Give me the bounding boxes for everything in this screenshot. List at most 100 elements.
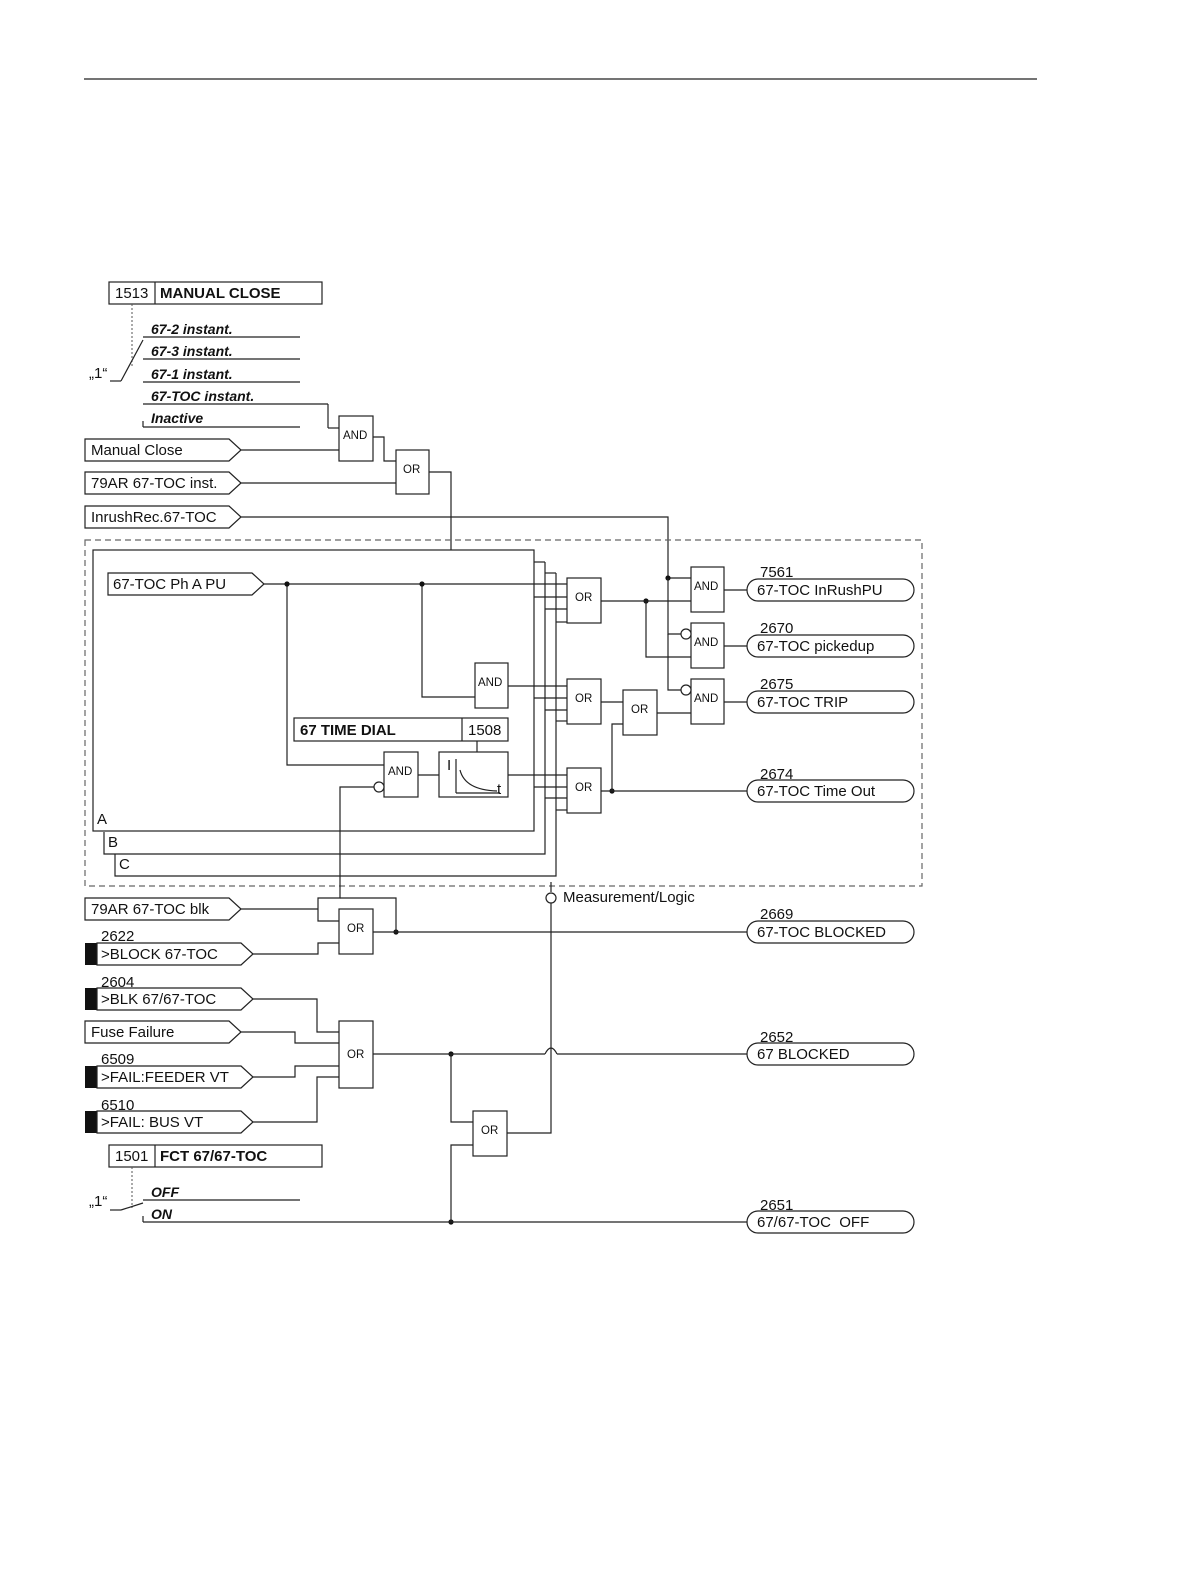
svg-text:67 BLOCKED: 67 BLOCKED [757, 1046, 850, 1063]
setting-fct: 1501 FCT 67/67-TOC [108, 1144, 323, 1168]
option-67-2-instant: 67-2 instant. [151, 321, 233, 337]
svg-text:67-TOC TRIP: 67-TOC TRIP [757, 694, 848, 711]
svg-text:Manual Close: Manual Close [91, 442, 183, 459]
svg-text:6509: 6509 [101, 1051, 134, 1068]
binary-input-6510: 6510 >FAIL: BUS VT [85, 1097, 254, 1134]
svg-text:2670: 2670 [760, 620, 793, 637]
svg-text:AND: AND [388, 766, 412, 778]
binary-input-2622: 2622 >BLOCK 67-TOC [85, 928, 254, 966]
svg-text:79AR 67-TOC blk: 79AR 67-TOC blk [91, 901, 210, 918]
binary-input-6509: 6509 >FAIL:FEEDER VT [85, 1051, 254, 1089]
phase-a-label: A [97, 811, 107, 828]
svg-text:>FAIL:FEEDER VT: >FAIL:FEEDER VT [101, 1069, 229, 1086]
svg-text:67-TOC BLOCKED: 67-TOC BLOCKED [757, 924, 886, 941]
svg-text:2669: 2669 [760, 906, 793, 923]
manual-close-option-lines [110, 336, 339, 429]
svg-text:>BLK 67/67-TOC: >BLK 67/67-TOC [101, 991, 216, 1008]
setting-time-dial: 67 TIME DIAL 1508 [293, 717, 509, 742]
svg-text:AND: AND [478, 677, 502, 689]
svg-text:OR: OR [347, 923, 364, 935]
svg-text:1501: 1501 [115, 1148, 148, 1165]
or-gate-measurement: OR [472, 1110, 508, 1157]
phase-frames [92, 549, 557, 877]
switch-constant-1: „1“ [89, 365, 107, 382]
output-2674: 2674 67-TOC Time Out [746, 766, 915, 803]
svg-text:2652: 2652 [760, 1029, 793, 1046]
svg-text:AND: AND [343, 430, 367, 442]
svg-text:2622: 2622 [101, 928, 134, 945]
phase-wiring [264, 583, 567, 811]
svg-text:OR: OR [403, 464, 420, 476]
or-gate-pickup: OR [566, 577, 602, 624]
svg-text:1513: 1513 [115, 285, 148, 302]
or-gate-trip: OR [622, 689, 658, 736]
or-gate-67-blocked: OR [338, 1020, 374, 1089]
svg-text:67-TOC Ph A PU: 67-TOC Ph A PU [113, 576, 226, 593]
or-gate-manual-close: OR [395, 449, 430, 495]
option-67-1-instant: 67-1 instant. [151, 366, 233, 382]
measurement-logic-frame [84, 539, 923, 887]
svg-text:67 TIME DIAL: 67 TIME DIAL [300, 722, 396, 739]
svg-text:Fuse Failure: Fuse Failure [91, 1024, 174, 1041]
output-wiring [601, 578, 747, 792]
input-79ar-toc-inst: 79AR 67-TOC inst. [84, 471, 242, 495]
output-2675: 2675 67-TOC TRIP [746, 676, 915, 714]
svg-text:>FAIL: BUS VT: >FAIL: BUS VT [101, 1114, 203, 1131]
svg-text:2604: 2604 [101, 974, 134, 991]
option-67-3-instant: 67-3 instant. [151, 343, 233, 359]
svg-text:2651: 2651 [760, 1197, 793, 1214]
svg-text:>BLOCK 67-TOC: >BLOCK 67-TOC [101, 946, 218, 963]
binary-input-2604: 2604 >BLK 67/67-TOC [85, 974, 254, 1011]
svg-text:1508: 1508 [468, 722, 501, 739]
svg-text:OR: OR [347, 1049, 364, 1061]
svg-text:7561: 7561 [760, 564, 793, 581]
svg-text:67-TOC pickedup: 67-TOC pickedup [757, 638, 874, 655]
or-gate-blocked: OR [338, 908, 374, 955]
input-fuse-failure: Fuse Failure [84, 1020, 242, 1044]
phase-c-label: C [119, 856, 130, 873]
svg-text:67-TOC Time Out: 67-TOC Time Out [757, 783, 876, 800]
svg-text:79AR 67-TOC inst.: 79AR 67-TOC inst. [91, 475, 217, 492]
svg-text:t: t [497, 781, 502, 798]
svg-text:FCT 67/67-TOC: FCT 67/67-TOC [160, 1148, 267, 1165]
and-gate-instant: AND [474, 662, 509, 709]
output-2652: 2652 67 BLOCKED [746, 1029, 915, 1066]
svg-text:2675: 2675 [760, 676, 793, 693]
input-manual-close: Manual Close [84, 438, 242, 462]
svg-text:I: I [447, 757, 451, 774]
or-gate-instant: OR [566, 678, 602, 725]
option-67-toc-instant: 67-TOC instant. [151, 388, 254, 404]
inverse-time-block: I t [438, 751, 509, 798]
and-gate-inrush: AND [690, 566, 725, 613]
svg-text:2674: 2674 [760, 766, 793, 783]
input-79ar-toc-blk: 79AR 67-TOC blk [84, 897, 242, 921]
and-gate-trip: AND [680, 678, 725, 725]
svg-text:InrushRec.67-TOC: InrushRec.67-TOC [91, 509, 217, 526]
svg-text:OR: OR [575, 693, 592, 705]
output-7561: 7561 67-TOC InRushPU [746, 564, 915, 602]
input-toc-ph-a-pu: 67-TOC Ph A PU [107, 572, 265, 596]
svg-text:67-TOC InRushPU: 67-TOC InRushPU [757, 582, 883, 599]
option-on: ON [151, 1206, 173, 1222]
or-gate-timeout: OR [566, 767, 602, 814]
output-2670: 2670 67-TOC pickedup [746, 620, 915, 658]
phase-b-label: B [108, 834, 118, 851]
and-gate-manual-close: AND [338, 415, 374, 462]
setting-manual-close: 1513 MANUAL CLOSE [108, 281, 323, 305]
svg-text:OR: OR [575, 592, 592, 604]
svg-text:AND: AND [694, 637, 718, 649]
and-gate-pickedup: AND [680, 622, 725, 669]
svg-text:OR: OR [481, 1125, 498, 1137]
output-2669: 2669 67-TOC BLOCKED [746, 906, 915, 944]
option-off: OFF [151, 1184, 179, 1200]
svg-text:6510: 6510 [101, 1097, 134, 1114]
svg-text:OR: OR [575, 782, 592, 794]
svg-text:Measurement/Logic: Measurement/Logic [563, 889, 695, 906]
svg-text:MANUAL CLOSE: MANUAL CLOSE [160, 285, 281, 302]
svg-text:OR: OR [631, 704, 648, 716]
switch-constant-2: „1“ [89, 1193, 107, 1210]
svg-text:AND: AND [694, 693, 718, 705]
svg-text:AND: AND [694, 581, 718, 593]
output-2651: 2651 67/67-TOC OFF [746, 1197, 915, 1234]
